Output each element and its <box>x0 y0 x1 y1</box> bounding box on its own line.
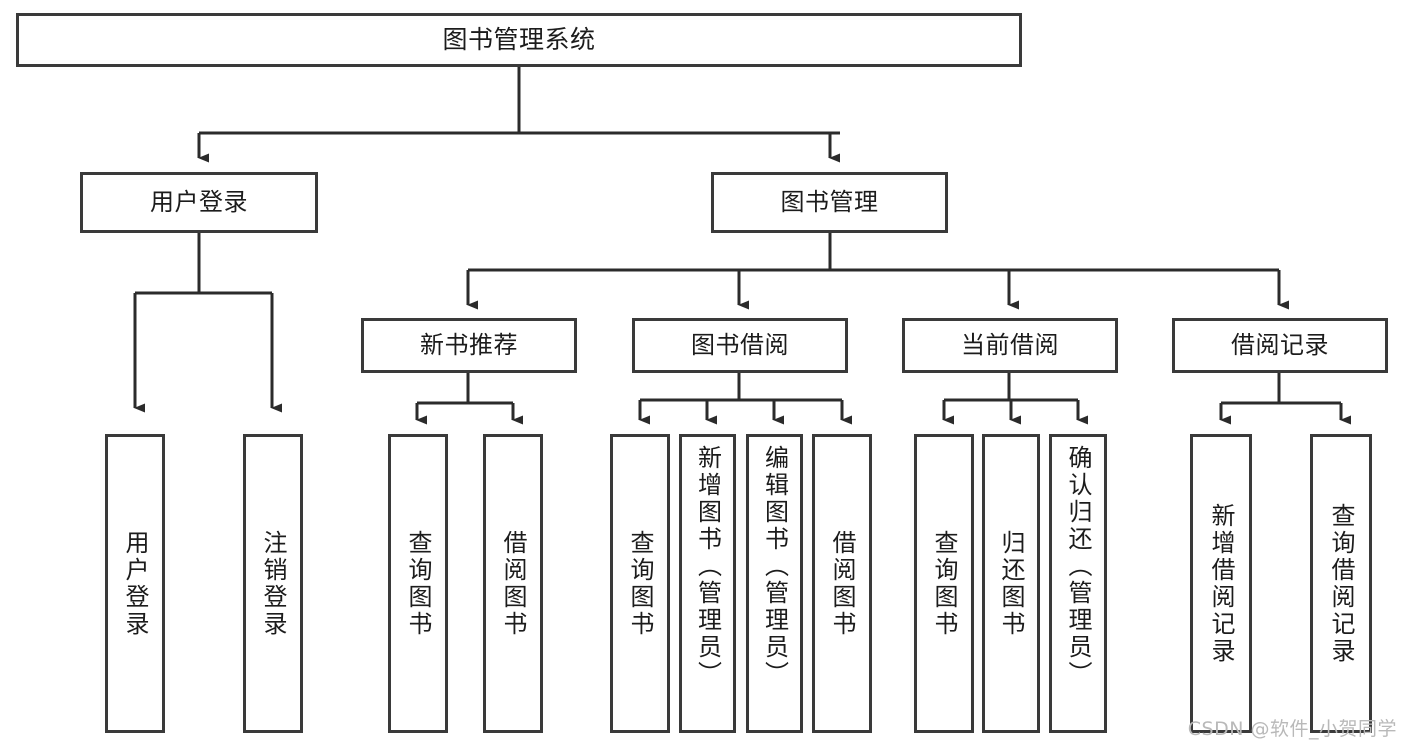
node-label: 查询借阅记录 <box>1327 502 1355 665</box>
node-label: 新增借阅记录 <box>1207 502 1235 665</box>
csdn-watermark: CSDN @软件_小贺同学 <box>1187 718 1397 740</box>
leaf-edit-book-admin[interactable]: 编辑图书（管理员） <box>746 434 803 733</box>
leaf-confirm-return-admin[interactable]: 确认归还（管理员） <box>1049 434 1107 733</box>
leaf-borrow-book-recommend[interactable]: 借阅图书 <box>483 434 543 733</box>
node-label: 新增图书（管理员） <box>693 445 722 688</box>
node-current-borrow[interactable]: 当前借阅 <box>902 318 1118 373</box>
leaf-borrow-book[interactable]: 借阅图书 <box>812 434 872 733</box>
node-label: 图书管理 <box>780 188 879 217</box>
node-root-book-management-system[interactable]: 图书管理系统 <box>16 13 1022 67</box>
node-label: 图书借阅 <box>691 331 789 360</box>
node-label: 图书管理系统 <box>442 25 596 54</box>
node-label: 查询图书 <box>404 529 432 638</box>
leaf-user-login[interactable]: 用户登录 <box>105 434 165 733</box>
node-label: 编辑图书（管理员） <box>760 445 789 688</box>
leaf-query-book-recommend[interactable]: 查询图书 <box>388 434 448 733</box>
node-user-login[interactable]: 用户登录 <box>80 172 318 233</box>
leaf-query-book-borrow[interactable]: 查询图书 <box>610 434 670 733</box>
node-label: 当前借阅 <box>961 331 1059 360</box>
node-label: 归还图书 <box>997 529 1025 638</box>
node-book-management[interactable]: 图书管理 <box>711 172 948 233</box>
node-label: 确认归还（管理员） <box>1064 445 1092 688</box>
leaf-query-borrow-record[interactable]: 查询借阅记录 <box>1310 434 1372 733</box>
node-new-book-recommend[interactable]: 新书推荐 <box>361 318 577 373</box>
node-label: 新书推荐 <box>420 331 518 360</box>
leaf-query-book-current[interactable]: 查询图书 <box>914 434 974 733</box>
leaf-add-book-admin[interactable]: 新增图书（管理员） <box>679 434 736 733</box>
leaf-add-borrow-record[interactable]: 新增借阅记录 <box>1190 434 1252 733</box>
leaf-logout[interactable]: 注销登录 <box>243 434 303 733</box>
leaf-return-book[interactable]: 归还图书 <box>982 434 1040 733</box>
node-label: 借阅记录 <box>1231 331 1329 360</box>
node-label: 查询图书 <box>626 529 654 638</box>
node-label: 用户登录 <box>150 188 248 217</box>
node-label: 查询图书 <box>930 529 958 638</box>
node-label: 借阅图书 <box>828 529 856 638</box>
node-label: 借阅图书 <box>499 529 527 638</box>
node-borrow-record[interactable]: 借阅记录 <box>1172 318 1388 373</box>
node-label: 用户登录 <box>121 529 149 638</box>
node-label: 注销登录 <box>259 529 287 638</box>
node-book-borrow[interactable]: 图书借阅 <box>632 318 848 373</box>
